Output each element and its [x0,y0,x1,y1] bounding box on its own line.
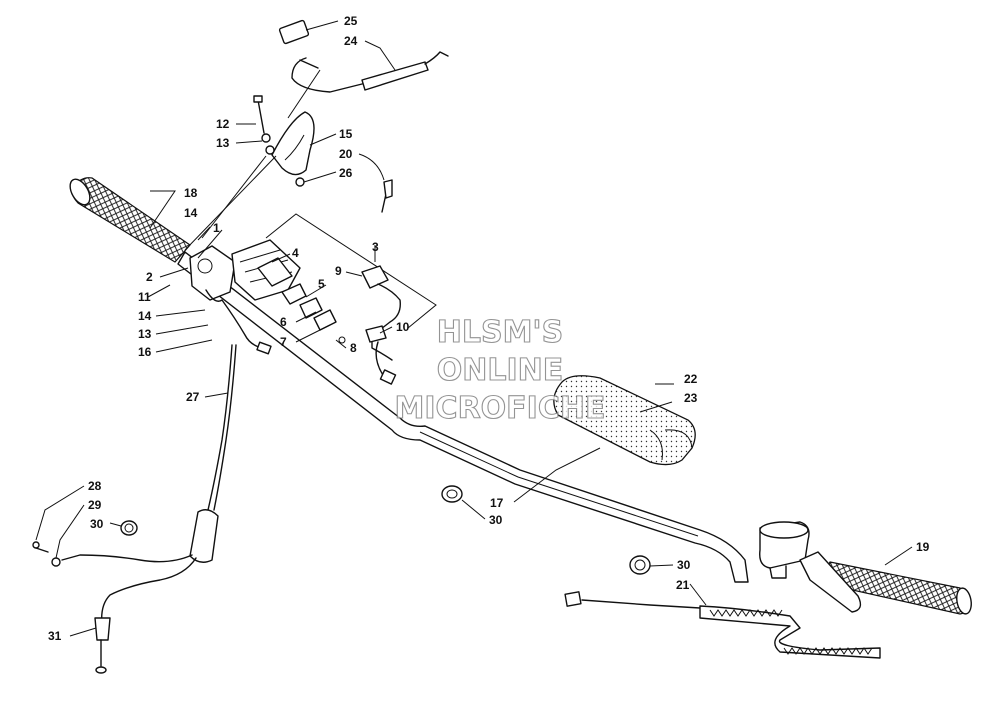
leader-lines [35,20,913,637]
callout-13a: 13 [216,136,230,150]
watermark: HLSM'S ONLINE MICROFICHE [394,314,606,426]
left-grip [69,177,191,263]
callout-30b: 30 [489,513,503,527]
callout-15: 15 [339,127,353,141]
callout-29: 29 [88,498,102,512]
callout-18: 18 [184,186,198,200]
brake-lever-assembly [759,521,862,613]
callout-14a: 14 [184,206,198,220]
cable-clamps [120,485,651,575]
callout-2: 2 [146,270,153,284]
callout-17: 17 [490,496,504,510]
callout-10: 10 [396,320,410,334]
callout-23: 23 [684,391,698,405]
callout-20: 20 [339,147,353,161]
callout-31: 31 [48,629,62,643]
callout-6: 6 [280,315,287,329]
throttle-cable [32,344,237,674]
switch-assembly [265,213,437,385]
callout-3: 3 [372,240,379,254]
callout-30a: 30 [90,517,104,531]
right-grip [825,561,972,615]
callout-5: 5 [318,277,325,291]
handlebar-pad [553,375,696,466]
hand-guard-bracket [184,95,315,251]
watermark-line-3: MICROFICHE [395,391,606,426]
cable-20 [381,179,393,213]
callout-28: 28 [88,479,102,493]
throttle-housing [189,239,337,355]
callout-9: 9 [335,264,342,278]
grip-heater [564,591,881,659]
callout-24: 24 [344,34,358,48]
callout-labels: 1 2 3 4 5 6 7 8 9 10 11 12 13 13 14 14 1… [48,14,930,643]
callout-12: 12 [216,117,230,131]
heater-wire [278,19,449,119]
callout-22: 22 [684,372,698,386]
callout-1: 1 [213,221,220,235]
callout-11: 11 [138,290,151,304]
callout-7: 7 [280,335,287,349]
callout-19: 19 [916,540,930,554]
callout-30c: 30 [677,558,691,572]
callout-27: 27 [186,390,200,404]
callout-25: 25 [344,14,358,28]
callout-4: 4 [292,246,299,260]
callout-14b: 14 [138,309,152,323]
callout-21: 21 [676,578,690,592]
watermark-line-1: HLSM'S [437,315,563,350]
callout-26: 26 [339,166,353,180]
callout-16: 16 [138,345,152,359]
handlebar [177,251,749,583]
callout-8: 8 [350,341,357,355]
callout-13b: 13 [138,327,152,341]
watermark-line-2: ONLINE [437,353,564,388]
